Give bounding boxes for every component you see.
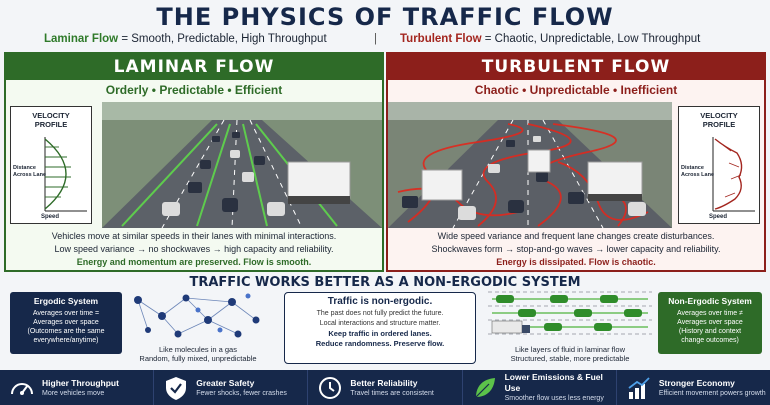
turbulent-highway-scene	[388, 102, 672, 228]
lanes-caption: Like layers of fluid in laminar flow Str…	[478, 345, 662, 363]
benefit-subtitle: Fewer shocks, fewer crashes	[196, 389, 287, 397]
turbulent-term: Turbulent Flow	[400, 33, 482, 45]
benefit-subtitle: Smoother flow uses less energy	[504, 395, 604, 402]
molecules-caption-line1: Like molecules in a gas	[159, 345, 237, 354]
ergodic-title: Ergodic System	[33, 296, 99, 306]
benefit-title: Stronger Economy	[658, 377, 735, 388]
callout-line1: The past does not fully predict the futu…	[316, 310, 444, 317]
laminar-header: LAMINAR FLOW	[6, 54, 382, 80]
profile-title-line1: VELOCITY	[32, 111, 70, 120]
non-ergodic-title: Non-Ergodic System	[668, 296, 752, 306]
growth-chart-icon	[628, 376, 650, 399]
non-ergodic-system-box: Non-Ergodic System Averages over time ≠ …	[658, 292, 762, 354]
laminar-panel: LAMINAR FLOW Orderly • Predictable • Eff…	[4, 52, 384, 272]
profile-title-line1: VELOCITY	[700, 111, 738, 120]
turbulent-line1: Wide speed variance and frequent lane ch…	[437, 231, 715, 241]
page-title: THE PHYSICS OF TRAFFIC FLOW	[156, 3, 614, 31]
clock-icon	[319, 376, 342, 399]
laminar-profile-plot	[44, 137, 87, 212]
molecules-caption-line2: Random, fully mixed, unpredictable	[139, 354, 257, 363]
ergodic-line3: (Outcomes are the same	[27, 328, 105, 335]
benefit-subtitle: More vehicles move	[42, 389, 105, 397]
distance-axis-line2: Across Lane	[13, 172, 47, 178]
turbulent-header: TURBULENT FLOW	[388, 54, 764, 80]
laminar-definition: = Smooth, Predictable, High Throughput	[118, 33, 327, 45]
distance-axis-line1: Distance	[13, 165, 36, 171]
ergodic-system-box: Ergodic System Averages over time = Aver…	[10, 292, 122, 354]
non-ergodic-line4: change outcomes)	[681, 337, 739, 344]
turbulent-description: Wide speed variance and frequent lane ch…	[388, 230, 764, 269]
ergodic-line1: Averages over time =	[32, 310, 100, 317]
laminar-tagline: Orderly • Predictable • Efficient	[105, 83, 283, 97]
laminar-description: Vehicles move at similar speeds in their…	[6, 230, 382, 269]
profile-title-line2: PROFILE	[34, 120, 68, 129]
molecules-caption: Like molecules in a gas Random, fully mi…	[118, 345, 278, 363]
non-ergodic-line1: Averages over time ≠	[677, 310, 743, 317]
gas-molecules-diagram	[134, 293, 260, 338]
shield-check-icon	[166, 376, 187, 400]
section-title: TRAFFIC WORKS BETTER AS A NON-ERGODIC SY…	[189, 275, 581, 290]
distance-axis-line2: Across Lane	[681, 172, 715, 178]
turbulent-line2: Shockwaves form → stop-and-go waves → lo…	[431, 244, 721, 254]
laminar-term: Laminar Flow	[44, 33, 119, 45]
benefit-title: Higher Throughput	[42, 377, 119, 388]
turbulent-line3: Energy is dissipated. Flow is chaotic.	[496, 257, 656, 267]
laminar-line2: Low speed variance → no shockwaves → hig…	[54, 244, 334, 254]
non-ergodic-line3: (History and context	[678, 328, 742, 335]
subtitle: Laminar Flow = Smooth, Predictable, High…	[0, 33, 770, 49]
callout-bold1: Keep traffic in ordered lanes.	[328, 329, 432, 338]
turbulent-tagline: Chaotic • Unpredictable • Inefficient	[474, 83, 678, 97]
laminar-lanes-diagram	[488, 291, 652, 335]
speed-axis-label: Speed	[709, 214, 728, 220]
turbulent-definition: = Chaotic, Unpredictable, Low Throughput	[481, 33, 701, 45]
callout-bold2: Reduce randomness. Preserve flow.	[315, 338, 445, 348]
ergodic-line4: everywhere/anytime)	[33, 337, 99, 344]
speedometer-icon	[11, 382, 33, 395]
lanes-caption-line2: Structured, stable, more predictable	[510, 354, 630, 363]
subtitle-separator: |	[374, 33, 377, 45]
profile-title-line2: PROFILE	[702, 120, 736, 129]
turbulent-profile-plot	[712, 137, 755, 212]
laminar-highway-scene	[102, 102, 382, 228]
benefit-subtitle: Travel times are consistent	[350, 389, 434, 397]
benefit-title: Better Reliability	[350, 377, 418, 388]
callout-line2: Local interactions and structure matter.	[319, 320, 441, 327]
turbulent-panel: TURBULENT FLOW Chaotic • Unpredictable •…	[386, 52, 766, 272]
callout-title: Traffic is non-ergodic.	[327, 296, 433, 307]
ergodic-line2: Averages over space	[33, 319, 99, 326]
non-ergodic-line2: Averages over space	[677, 319, 743, 326]
lanes-caption-line1: Like layers of fluid in laminar flow	[514, 345, 626, 354]
speed-axis-label: Speed	[41, 214, 60, 220]
leaf-icon	[475, 377, 495, 397]
non-ergodic-callout: Traffic is non-ergodic. The past does no…	[284, 292, 476, 364]
benefit-subtitle: Efficient movement powers growth	[658, 389, 766, 397]
benefit-title: Greater Safety	[196, 377, 255, 388]
laminar-line1: Vehicles move at similar speeds in their…	[51, 231, 337, 241]
distance-axis-line1: Distance	[681, 165, 704, 171]
benefit-title: Lower Emissions & Fuel Use	[504, 372, 603, 393]
laminar-line3: Energy and momentum are preserved. Flow …	[76, 257, 312, 267]
